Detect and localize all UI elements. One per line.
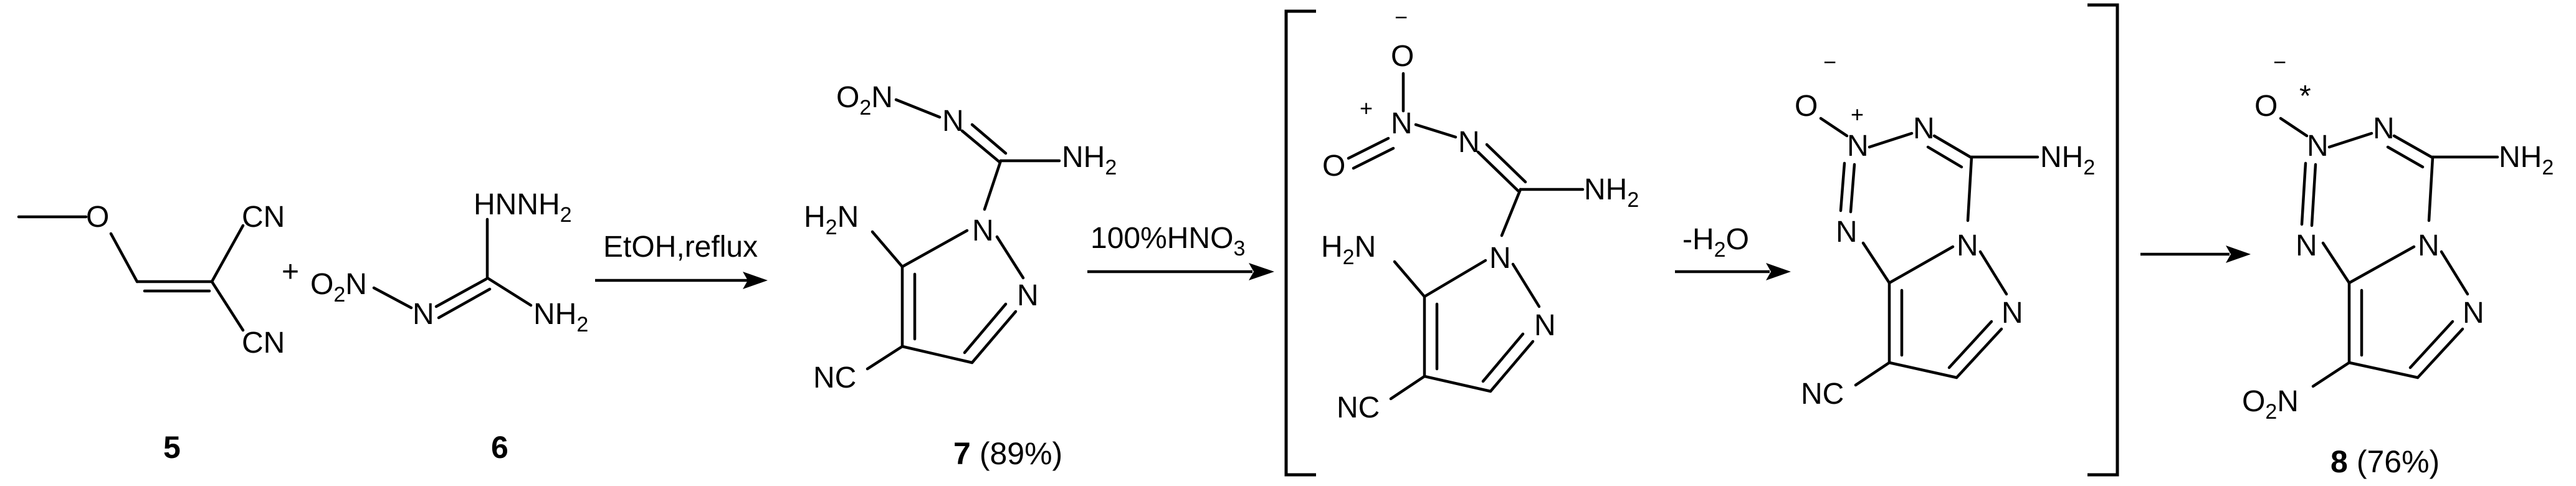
left-bracket	[1284, 9, 1316, 477]
atom-nitrogen: N	[1489, 242, 1511, 275]
compound-7-structure: O2N N NH2 N N H2N NC	[804, 81, 1117, 394]
atom-oxygen: O	[1795, 90, 1818, 123]
atom-nitrogen: N	[2418, 229, 2440, 262]
reagent-ethanol-reflux: EtOH,reflux	[603, 231, 758, 264]
reaction-arrow-1: EtOH,reflux	[595, 231, 768, 289]
atom-cn: CN	[242, 201, 285, 234]
compound-7-label: 7(89%)	[953, 436, 1062, 471]
atom-oxygen: O	[86, 201, 109, 234]
atom-nitrogen: N	[2307, 130, 2329, 163]
atom-nc: NC	[1337, 391, 1380, 424]
svg-text:NH2: NH2	[2499, 141, 2554, 179]
atom-nitrogen: N	[2001, 297, 2023, 330]
intermediate-2-structure: − O + N N NH2 N N N NC	[1795, 49, 2095, 411]
atom-oxygen: O	[1391, 40, 1414, 73]
svg-text:O2N: O2N	[310, 268, 367, 307]
atom-nitrogen: N	[1847, 130, 1869, 163]
atom-nitrogen: N	[1836, 216, 1858, 249]
atom-nitrogen: N	[1913, 112, 1935, 145]
right-bracket	[2087, 3, 2119, 477]
charge-minus: −	[2273, 49, 2286, 75]
svg-text:NH2: NH2	[1062, 141, 1117, 179]
atom-nitrogen: N	[2373, 112, 2395, 145]
svg-text:NH2: NH2	[1584, 173, 1639, 212]
svg-text:NH2: NH2	[2040, 141, 2095, 179]
charge-plus: +	[1360, 95, 1373, 121]
svg-text:100%HNO3: 100%HNO3	[1090, 222, 1245, 260]
compound-5-number: 5	[163, 430, 181, 465]
reaction-arrow-3: -H2O	[1675, 223, 1791, 280]
atom-nitrogen: N	[1017, 279, 1039, 312]
atom-nitrogen: N	[2463, 297, 2484, 330]
charge-minus: −	[1395, 4, 1408, 30]
atom-nitrogen: N	[413, 298, 434, 331]
atom-nitrogen: N	[1458, 126, 1480, 159]
atom-nitrogen: N	[1957, 229, 1978, 262]
reaction-arrow-4	[2140, 245, 2251, 263]
svg-text:-H2O: -H2O	[1682, 223, 1749, 262]
compound-8-label: 8(76%)	[2330, 444, 2440, 479]
atom-nitrogen: N	[942, 105, 964, 138]
atom-oxygen: O	[2254, 90, 2278, 123]
charge-minus: −	[1823, 49, 1836, 75]
svg-text:H2N: H2N	[1321, 231, 1376, 269]
svg-text:HNNH2: HNNH2	[474, 188, 572, 227]
intermediate-1-structure: − O + N O N NH2 N N H2N NC	[1321, 4, 1639, 424]
compound-5-structure: O CN CN	[17, 201, 285, 360]
reaction-arrow-2: 100%HNO3	[1087, 222, 1274, 280]
svg-text:O2N: O2N	[2242, 385, 2299, 424]
compound-6-structure: O2N N HNNH2 NH2	[310, 188, 588, 336]
radical-star: *	[2299, 80, 2311, 113]
atom-nitrogen: N	[972, 214, 994, 247]
compound-6-number: 6	[491, 430, 508, 465]
atom-cn: CN	[242, 326, 285, 360]
atom-nc: NC	[813, 361, 856, 394]
svg-text:O2N: O2N	[836, 81, 893, 120]
plus-sign: +	[282, 255, 299, 288]
atom-nitrogen: N	[2296, 229, 2317, 262]
atom-nitrogen: N	[1534, 309, 1556, 342]
atom-oxygen: O	[1322, 150, 1345, 183]
charge-plus: +	[1851, 102, 1864, 127]
compound-8-structure: − O * N N NH2 N N N O2N	[2242, 49, 2554, 424]
atom-nitrogen: N	[1391, 107, 1413, 140]
svg-text:H2N: H2N	[804, 201, 859, 239]
atom-nc: NC	[1801, 378, 1844, 411]
svg-text:NH2: NH2	[533, 298, 588, 336]
